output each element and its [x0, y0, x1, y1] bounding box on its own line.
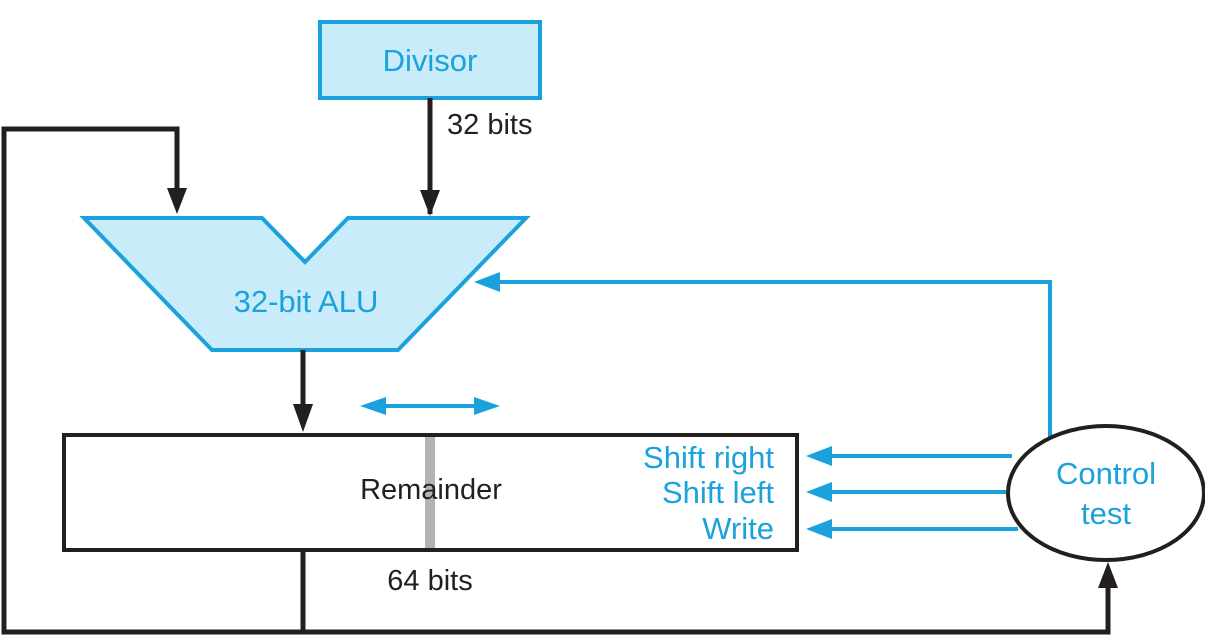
write-signal-arrowhead [806, 519, 832, 539]
shift-arrow-right-head [474, 397, 500, 415]
divisor-label: Divisor [383, 43, 478, 78]
divisor-register [318, 20, 542, 100]
control-to-alu-arrowhead [474, 272, 500, 292]
remainder-width-label: 64 bits [387, 565, 472, 597]
control-test-unit [1006, 424, 1205, 562]
divisor-width-label: 32 bits [447, 109, 532, 141]
alu-label: 32-bit ALU [234, 284, 379, 319]
alu-to-remainder-arrowhead [293, 404, 313, 432]
remainder-label: Remainder [360, 474, 502, 506]
control-label-line2: test [1081, 496, 1131, 531]
shift-left-label: Shift left [662, 475, 774, 510]
shift-arrow-left-head [360, 397, 386, 415]
write-label: Write [702, 511, 774, 546]
control-to-alu-wire [496, 280, 1052, 438]
divisor-to-alu-arrowhead [420, 190, 440, 216]
remainder-to-control-arrowhead [1098, 562, 1118, 588]
alu-shape [79, 216, 531, 352]
remainder-to-control-wire [303, 582, 1111, 635]
shift-right-label: Shift right [643, 440, 774, 475]
remainder-feedback-wire [1, 126, 306, 635]
shift-right-signal-arrowhead [806, 446, 832, 466]
shift-left-signal-arrowhead [806, 482, 832, 502]
control-label-line1: Control [1056, 456, 1156, 491]
remainder-feedback-arrowhead [167, 188, 187, 214]
